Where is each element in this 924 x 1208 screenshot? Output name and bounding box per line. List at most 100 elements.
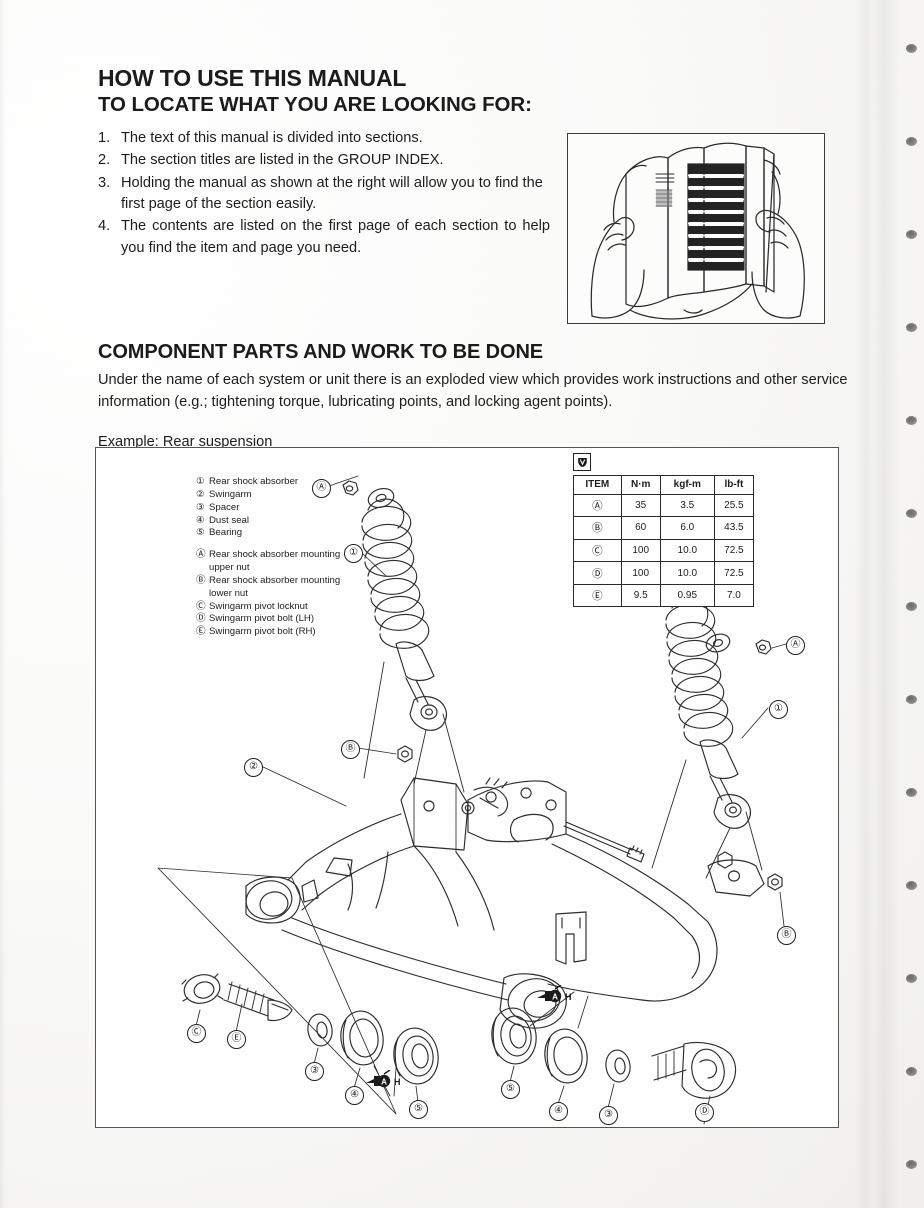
legend-item: ③ Spacer xyxy=(196,502,381,515)
legend-mark: ② xyxy=(196,488,205,500)
callout-swingarm-2: ② xyxy=(244,758,263,777)
cell-kgfm: 10.0 xyxy=(659,538,715,563)
punch-hole xyxy=(906,416,917,425)
legend-item: Ⓐ Rear shock absorber mounting xyxy=(196,549,381,562)
table-row: Ⓑ 60 6.0 43.5 xyxy=(573,516,755,540)
list-item: 3. Holding the manual as shown at the ri… xyxy=(98,173,550,216)
table-header-row: ITEM N·m kgf-m lb-ft xyxy=(573,475,755,495)
legend-label-2: upper nut xyxy=(209,562,250,574)
legend-item-continuation: upper nut xyxy=(196,562,381,575)
legend-label: Swingarm pivot bolt (RH) xyxy=(209,626,316,638)
legend-item: ① Rear shock absorber xyxy=(196,476,381,489)
legend-mark: Ⓐ xyxy=(196,549,206,561)
legend-label: Rear shock absorber xyxy=(209,476,299,487)
legend-item: Ⓔ Swingarm pivot bolt (RH) xyxy=(196,626,381,639)
list-number: 4. xyxy=(98,218,111,235)
legend-item: Ⓑ Rear shock absorber mounting xyxy=(196,575,381,588)
component-parts-block: COMPONENT PARTS AND WORK TO BE DONE Unde… xyxy=(98,341,850,454)
cell-lbft: 7.0 xyxy=(713,583,755,608)
list-number: 1. xyxy=(98,129,111,146)
hands-holding-manual-illustration xyxy=(567,133,825,324)
callout-right-dustseal-4: ④ xyxy=(549,1102,568,1121)
grease-symbol-right: A H xyxy=(535,985,575,1007)
legend-item: ⑤ Bearing xyxy=(196,527,381,540)
list-text: Holding the manual as shown at the right… xyxy=(121,174,543,213)
callout-right-bearing-5: ⑤ xyxy=(501,1080,520,1099)
legend-label: Rear shock absorber mounting xyxy=(209,549,341,561)
torque-wrench-icon xyxy=(573,453,591,471)
how-to-use-block: HOW TO USE THIS MANUAL TO LOCATE WHAT YO… xyxy=(98,65,850,260)
punch-hole xyxy=(906,509,917,518)
cell-nm: 100 xyxy=(620,561,661,585)
torque-table: ITEM N·m kgf-m lb-ft Ⓐ 35 3.5 25.5 Ⓑ xyxy=(573,475,755,608)
cell-item: Ⓓ xyxy=(573,561,622,585)
list-text: The text of this manual is divided into … xyxy=(121,129,423,146)
callout-right-shock-1: ① xyxy=(769,700,788,719)
table-row: Ⓓ 100 10.0 72.5 xyxy=(573,561,755,585)
callout-left-shock-B: Ⓑ xyxy=(341,740,360,759)
cell-lbft: 25.5 xyxy=(713,493,755,518)
punch-hole xyxy=(906,1067,917,1076)
cell-kgfm: 6.0 xyxy=(659,516,715,540)
callout-right-bolt-D: Ⓓ xyxy=(695,1103,714,1122)
legend-mark: Ⓒ xyxy=(196,600,206,612)
legend-mark: ③ xyxy=(196,501,205,513)
svg-text:H: H xyxy=(394,1077,401,1087)
torque-specification-block: ITEM N·m kgf-m lb-ft Ⓐ 35 3.5 25.5 Ⓑ xyxy=(573,453,763,608)
page-title: HOW TO USE THIS MANUAL xyxy=(98,65,407,91)
callout-left-shock-1: ① xyxy=(344,544,363,563)
legend-mark: ① xyxy=(196,476,205,487)
list-item: 4. The contents are listed on the first … xyxy=(98,216,550,259)
exploded-view-diagram: ① Rear shock absorber ② Swingarm ③ Space… xyxy=(95,447,839,1128)
list-text: The contents are listed on the first pag… xyxy=(121,218,550,256)
callout-left-shock-A: Ⓐ xyxy=(312,479,331,498)
callout-right-shock-A: Ⓐ xyxy=(786,636,805,655)
punch-hole xyxy=(906,137,917,146)
legend-label: Spacer xyxy=(209,501,240,513)
list-number: 2. xyxy=(98,152,111,169)
callout-left-dustseal-4: ④ xyxy=(345,1086,364,1105)
cell-item: Ⓒ xyxy=(573,538,622,563)
legend-label: Bearing xyxy=(209,527,243,539)
table-row: Ⓒ 100 10.0 72.5 xyxy=(573,538,755,563)
callout-left-bearing-5: ⑤ xyxy=(409,1100,428,1119)
punch-hole xyxy=(906,602,917,611)
legend-label: Rear shock absorber mounting xyxy=(209,574,341,586)
legend-item: ② Swingarm xyxy=(196,489,381,502)
instruction-list: 1. The text of this manual is divided in… xyxy=(98,128,550,260)
legend-mark: ④ xyxy=(196,514,205,526)
cell-item: Ⓔ xyxy=(573,583,622,608)
callout-left-spacer-3: ③ xyxy=(305,1062,324,1081)
legend-label-2: lower nut xyxy=(209,587,248,599)
legend-mark: Ⓑ xyxy=(196,574,206,586)
parts-legend: ① Rear shock absorber ② Swingarm ③ Space… xyxy=(196,476,381,639)
cell-lbft: 72.5 xyxy=(713,561,755,585)
cell-nm: 60 xyxy=(620,516,661,540)
legend-mark: Ⓔ xyxy=(196,626,206,638)
legend-mark: ⑤ xyxy=(196,527,205,539)
column-header-kgfm: kgf-m xyxy=(659,475,715,495)
svg-text:A: A xyxy=(381,1077,387,1086)
legend-item: Ⓓ Swingarm pivot bolt (LH) xyxy=(196,613,381,626)
cell-item: Ⓐ xyxy=(573,493,622,518)
punch-hole xyxy=(906,323,917,332)
callout-left-pivot-E: Ⓔ xyxy=(227,1030,246,1049)
legend-label: Swingarm xyxy=(209,488,252,500)
punch-hole xyxy=(906,881,917,890)
example-label: Example: Rear suspension xyxy=(98,433,273,450)
cell-kgfm: 3.5 xyxy=(659,493,715,518)
punch-hole xyxy=(906,230,917,239)
cell-lbft: 72.5 xyxy=(713,538,755,563)
column-header-lbft: lb-ft xyxy=(713,475,755,495)
callout-right-lower-B: Ⓑ xyxy=(777,926,796,945)
cell-lbft: 43.5 xyxy=(713,516,755,540)
list-item: 1. The text of this manual is divided in… xyxy=(98,128,550,149)
svg-text:A: A xyxy=(552,992,558,1001)
callout-right-spacer-3: ③ xyxy=(599,1106,618,1125)
table-row: Ⓐ 35 3.5 25.5 xyxy=(573,493,755,518)
section-paragraph: Under the name of each system or unit th… xyxy=(98,372,848,410)
punch-hole xyxy=(906,788,917,797)
legend-mark: Ⓓ xyxy=(196,613,206,625)
legend-label: Swingarm pivot bolt (LH) xyxy=(209,613,315,625)
section-heading: COMPONENT PARTS AND WORK TO BE DONE xyxy=(98,341,544,363)
